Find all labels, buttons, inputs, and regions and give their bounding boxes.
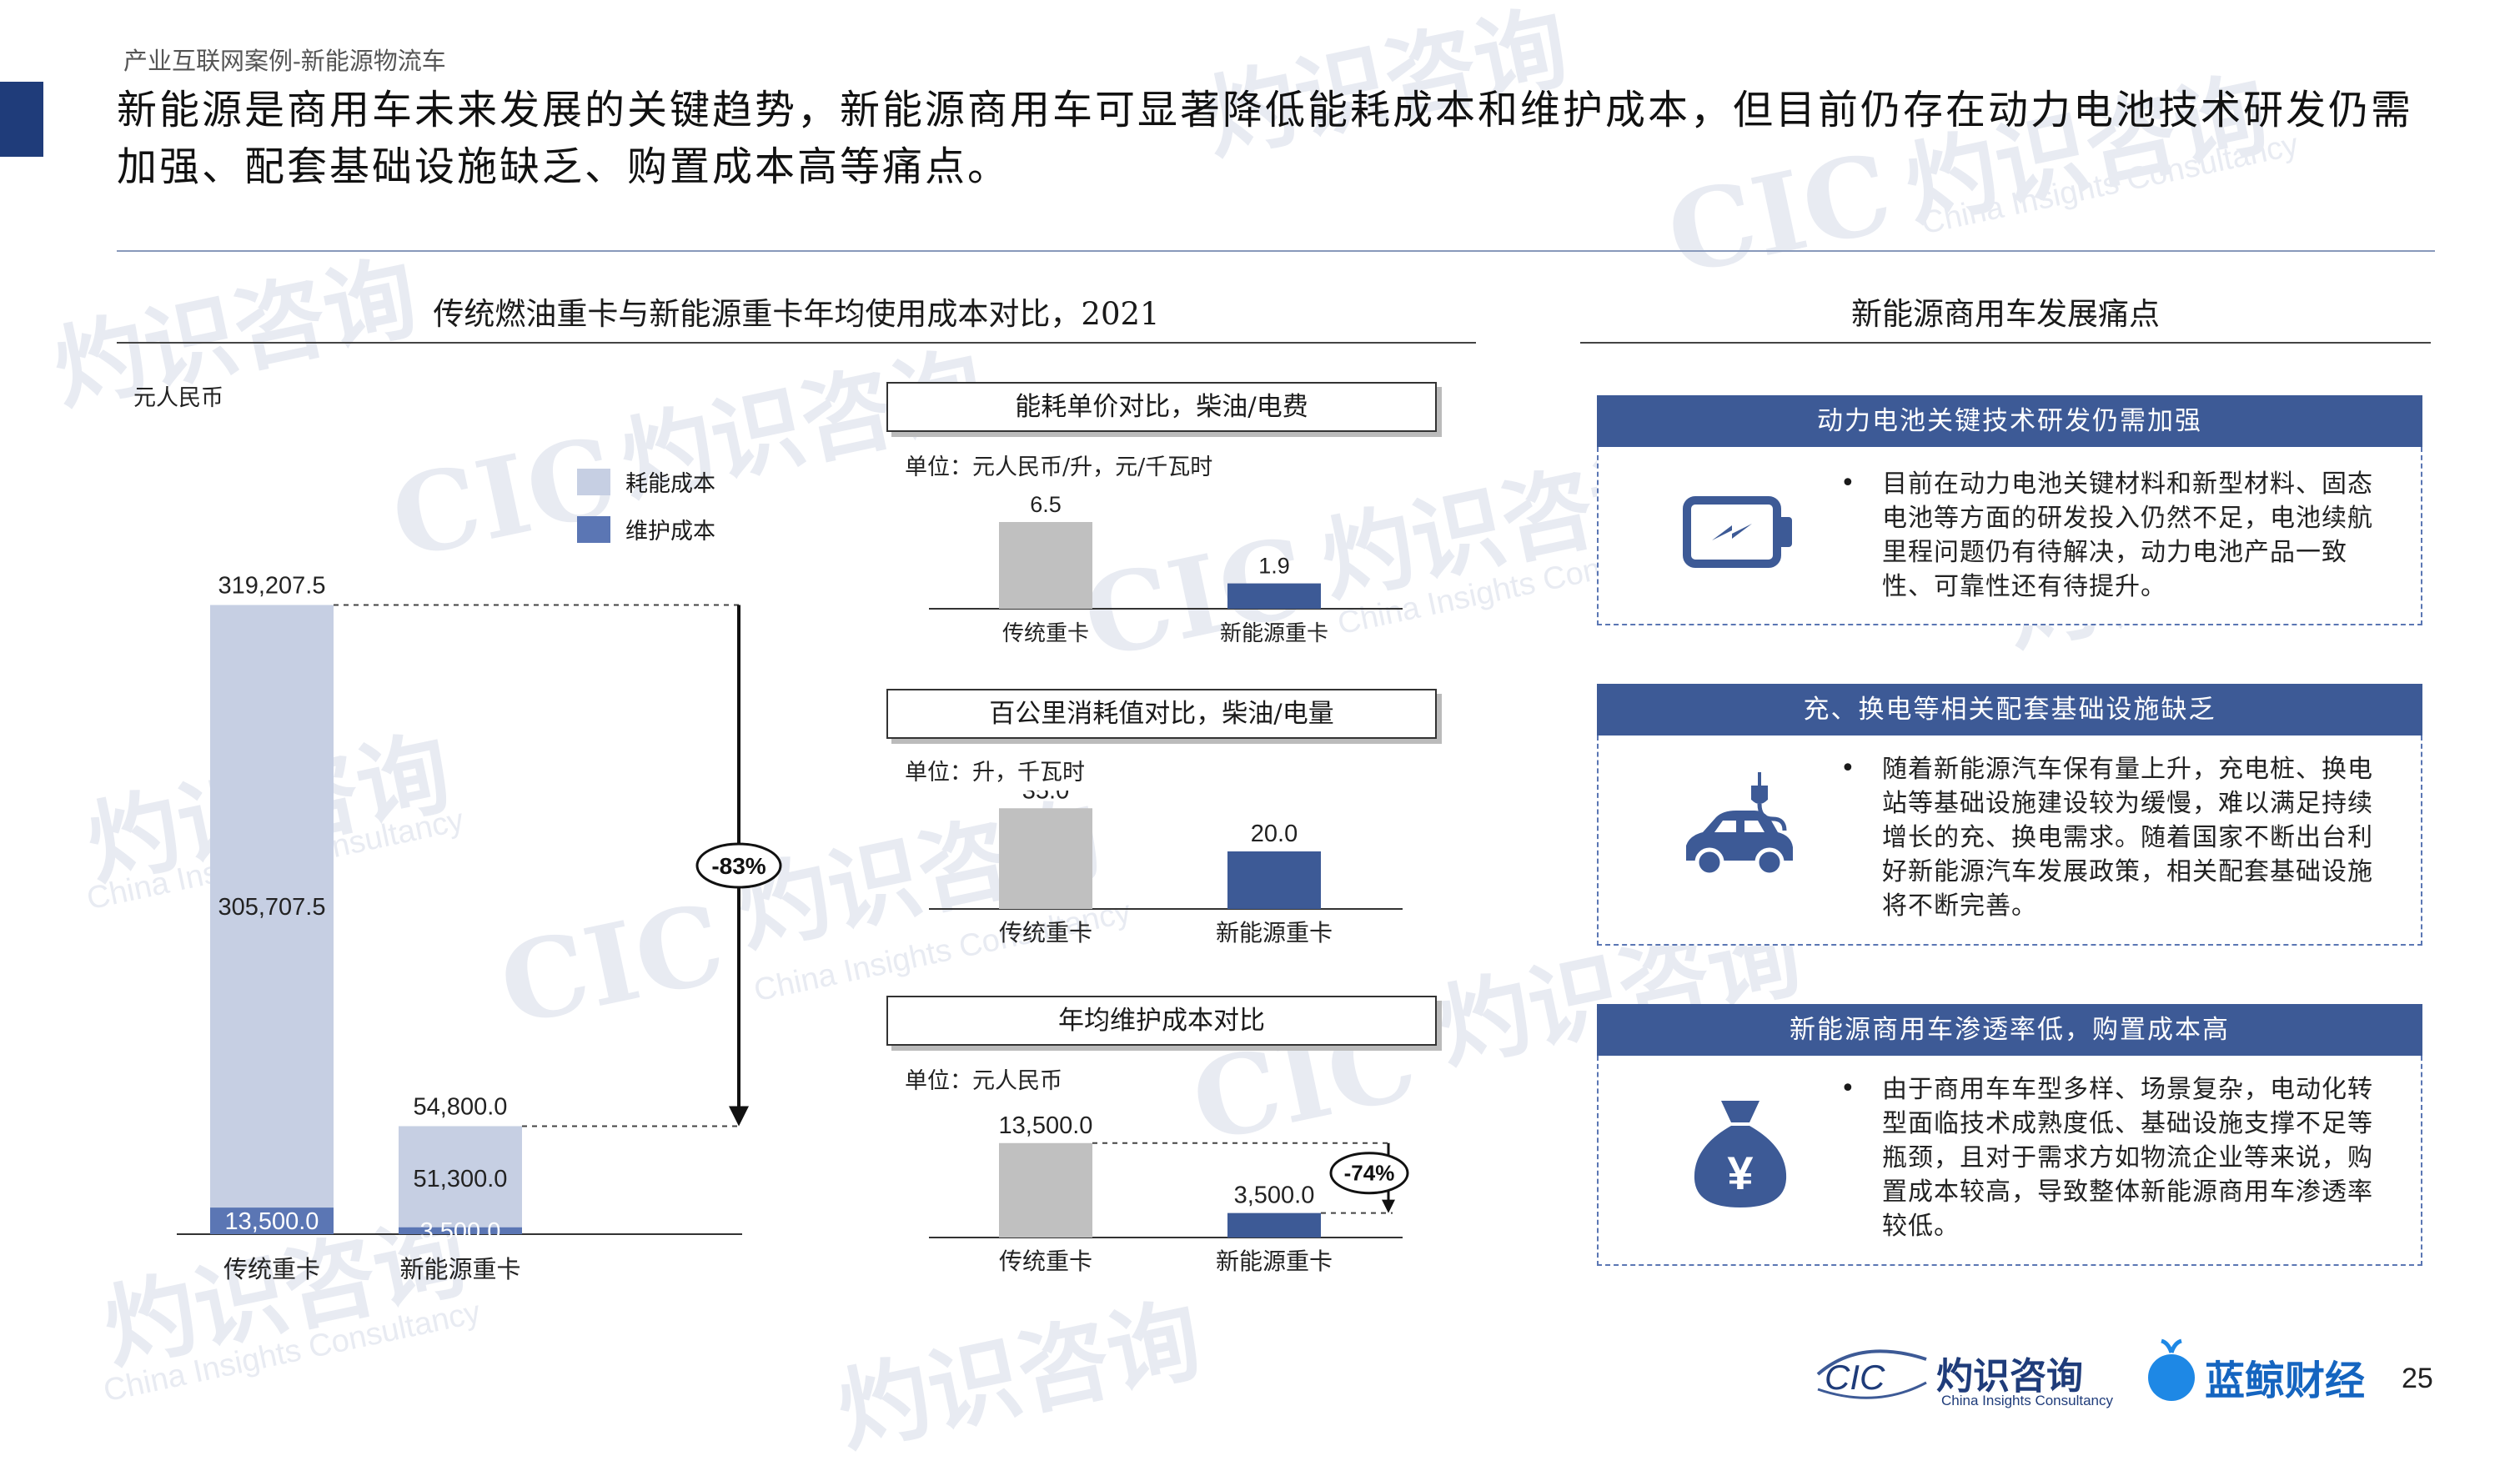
subchart-unit-energy-price: 单位：元人民币/升，元/千瓦时	[905, 454, 1213, 480]
legend-item: 耗能成本	[577, 465, 715, 498]
watermark-en: China Insights Consultancy	[100, 1294, 484, 1409]
subchart-title-energy-price: 能耗单价对比，柴油/电费	[886, 382, 1437, 432]
consumption-chart: 35.0 传统重卡 20.0 新能源重卡	[929, 791, 1403, 946]
bar-maintenance-cost	[399, 1227, 522, 1234]
data-label: 3,500.0	[1234, 1182, 1315, 1209]
pain-point-title: 新能源商用车渗透率低，购置成本高	[1597, 1004, 2422, 1056]
data-label: 13,500.0	[999, 1112, 1093, 1139]
x-tick-label: 传统重卡	[1002, 620, 1089, 645]
cic-logo-mark: CIC	[1816, 1349, 1927, 1399]
x-tick-label: 传统重卡	[999, 920, 1092, 946]
main-chart-legend: 耗能成本 维护成本	[577, 465, 715, 545]
x-tick-label: 传统重卡	[223, 1256, 320, 1283]
bullet-dot: •	[1840, 754, 1855, 783]
cic-logo-subtitle: China Insights Consultancy	[1941, 1393, 2114, 1408]
bar-energy-cost	[210, 605, 334, 1208]
subchart-unit-maintenance: 单位：元人民币	[905, 1068, 1062, 1094]
main-cost-chart: 13,500.0 305,707.5 319,207.5 传统重卡 3,500.0 51,…	[177, 573, 782, 1283]
change-badge-label: -83%	[711, 853, 766, 879]
subchart-unit-consumption: 单位：升，千瓦时	[905, 760, 1085, 786]
pain-point-card: 新能源商用车渗透率低，购置成本高 ¥ • 由于商用车车型多样、场景复杂，电动化转…	[1597, 1004, 2422, 1266]
change-arrow-head	[1382, 1199, 1395, 1213]
data-label: 35.0	[1022, 791, 1069, 804]
pain-point-body: ¥ • 由于商用车车型多样、场景复杂，电动化转型面临技术成熟度低、基础设施支撑不…	[1597, 1056, 2422, 1266]
electric-car-icon	[1686, 772, 1793, 877]
data-label: 20.0	[1251, 821, 1298, 847]
battery-icon	[1683, 496, 1792, 568]
subchart-title-maintenance: 年均维护成本对比	[886, 996, 1437, 1046]
data-label-maintenance: 3,500.0	[420, 1218, 501, 1245]
right-title-underline	[1580, 342, 2431, 344]
main-chart-unit: 元人民币	[133, 385, 223, 411]
pain-point-title: 动力电池关键技术研发仍需加强	[1597, 395, 2422, 447]
pain-point-body: • 目前在动力电池关键材料和新型材料、固态电池等方面的研发投入仍然不足，电池续航…	[1597, 447, 2422, 625]
legend-swatch-energy	[577, 468, 610, 495]
cic-logo-name: 灼识咨询	[1936, 1355, 2083, 1398]
pain-point-card: 充、换电等相关配套基础设施缺乏 • 随着新能源汽车保有量上升，充电桩、换电站等基…	[1597, 684, 2422, 946]
legend-label: 耗能成本	[625, 471, 715, 497]
change-badge	[1329, 1152, 1409, 1195]
subchart-title-consumption: 百公里消耗值对比，柴油/电量	[886, 689, 1437, 739]
data-label-total: 319,207.5	[218, 573, 325, 600]
x-tick-label: 新能源重卡	[399, 1256, 520, 1283]
data-label-total: 54,800.0	[414, 1093, 508, 1120]
left-title-underline	[117, 342, 1476, 344]
maintenance-chart: 13,500.0 传统重卡 3,500.0 新能源重卡 -74%	[929, 1112, 1409, 1274]
bar-energy-cost	[399, 1126, 522, 1228]
breadcrumb: 产业互联网案例-新能源物流车	[123, 47, 446, 75]
data-label-energy: 51,300.0	[414, 1166, 508, 1192]
x-tick-label: 新能源重卡	[1216, 1248, 1333, 1274]
bar	[999, 1142, 1092, 1238]
bar-maintenance-cost	[210, 1207, 334, 1234]
change-badge	[695, 842, 782, 889]
lanjing-logo-mark	[2148, 1338, 2195, 1401]
left-section-title: 传统燃油重卡与新能源重卡年均使用成本对比，2021	[433, 296, 1160, 332]
watermark-text: 灼识咨询	[828, 1284, 1210, 1467]
data-label-energy: 305,707.5	[218, 894, 325, 921]
pain-point-text: 随着新能源汽车保有量上升，充电桩、换电站等基础设施建设较为缓慢，难以满足持续增长…	[1882, 755, 2373, 921]
bar	[1227, 1212, 1321, 1238]
legend-swatch-maintenance	[577, 515, 610, 543]
data-label-maintenance: 13,500.0	[225, 1208, 319, 1235]
bar	[1227, 583, 1321, 609]
bar	[1227, 851, 1321, 909]
pain-point-text: 由于商用车车型多样、场景复杂，电动化转型面临技术成熟度低、基础设施支撑不足等瓶颈…	[1882, 1075, 2373, 1241]
legend-item: 维护成本	[577, 513, 715, 545]
x-tick-label: 传统重卡	[999, 1248, 1092, 1274]
cic-logo-letters: CIC	[1825, 1358, 1885, 1397]
data-label: 1.9	[1258, 554, 1290, 579]
change-arrow-head	[729, 1106, 749, 1127]
bar	[999, 522, 1092, 609]
pain-point-title: 充、换电等相关配套基础设施缺乏	[1597, 684, 2422, 736]
pain-point-card: 动力电池关键技术研发仍需加强 • 目前在动力电池关键材料和新型材料、固态电池等方…	[1597, 395, 2422, 625]
page-number: 25	[2402, 1363, 2433, 1394]
money-bag-icon: ¥	[1694, 1101, 1787, 1207]
header-divider	[117, 250, 2435, 252]
change-badge-label: -74%	[1344, 1161, 1395, 1186]
bullet-dot: •	[1840, 1074, 1855, 1103]
title-accent-bar	[0, 82, 43, 157]
bar	[999, 808, 1092, 909]
svg-text:¥: ¥	[1727, 1147, 1753, 1199]
pain-point-text: 目前在动力电池关键材料和新型材料、固态电池等方面的研发投入仍然不足，电池续航里程…	[1882, 469, 2373, 601]
energy-price-chart: 6.5 传统重卡 1.9 新能源重卡	[929, 492, 1403, 645]
data-label: 6.5	[1030, 492, 1062, 517]
bullet-dot: •	[1840, 469, 1855, 498]
x-tick-label: 新能源重卡	[1216, 920, 1333, 946]
right-section-title: 新能源商用车发展痛点	[1851, 296, 2160, 332]
page-headline: 新能源是商用车未来发展的关键趋势，新能源商用车可显著降低能耗成本和维护成本，但目…	[117, 87, 2414, 190]
pain-point-body: • 随着新能源汽车保有量上升，充电桩、换电站等基础设施建设较为缓慢，难以满足持续…	[1597, 736, 2422, 946]
x-tick-label: 新能源重卡	[1220, 620, 1328, 645]
legend-label: 维护成本	[625, 519, 715, 545]
lanjing-logo-name: 蓝鲸财经	[2205, 1358, 2366, 1404]
